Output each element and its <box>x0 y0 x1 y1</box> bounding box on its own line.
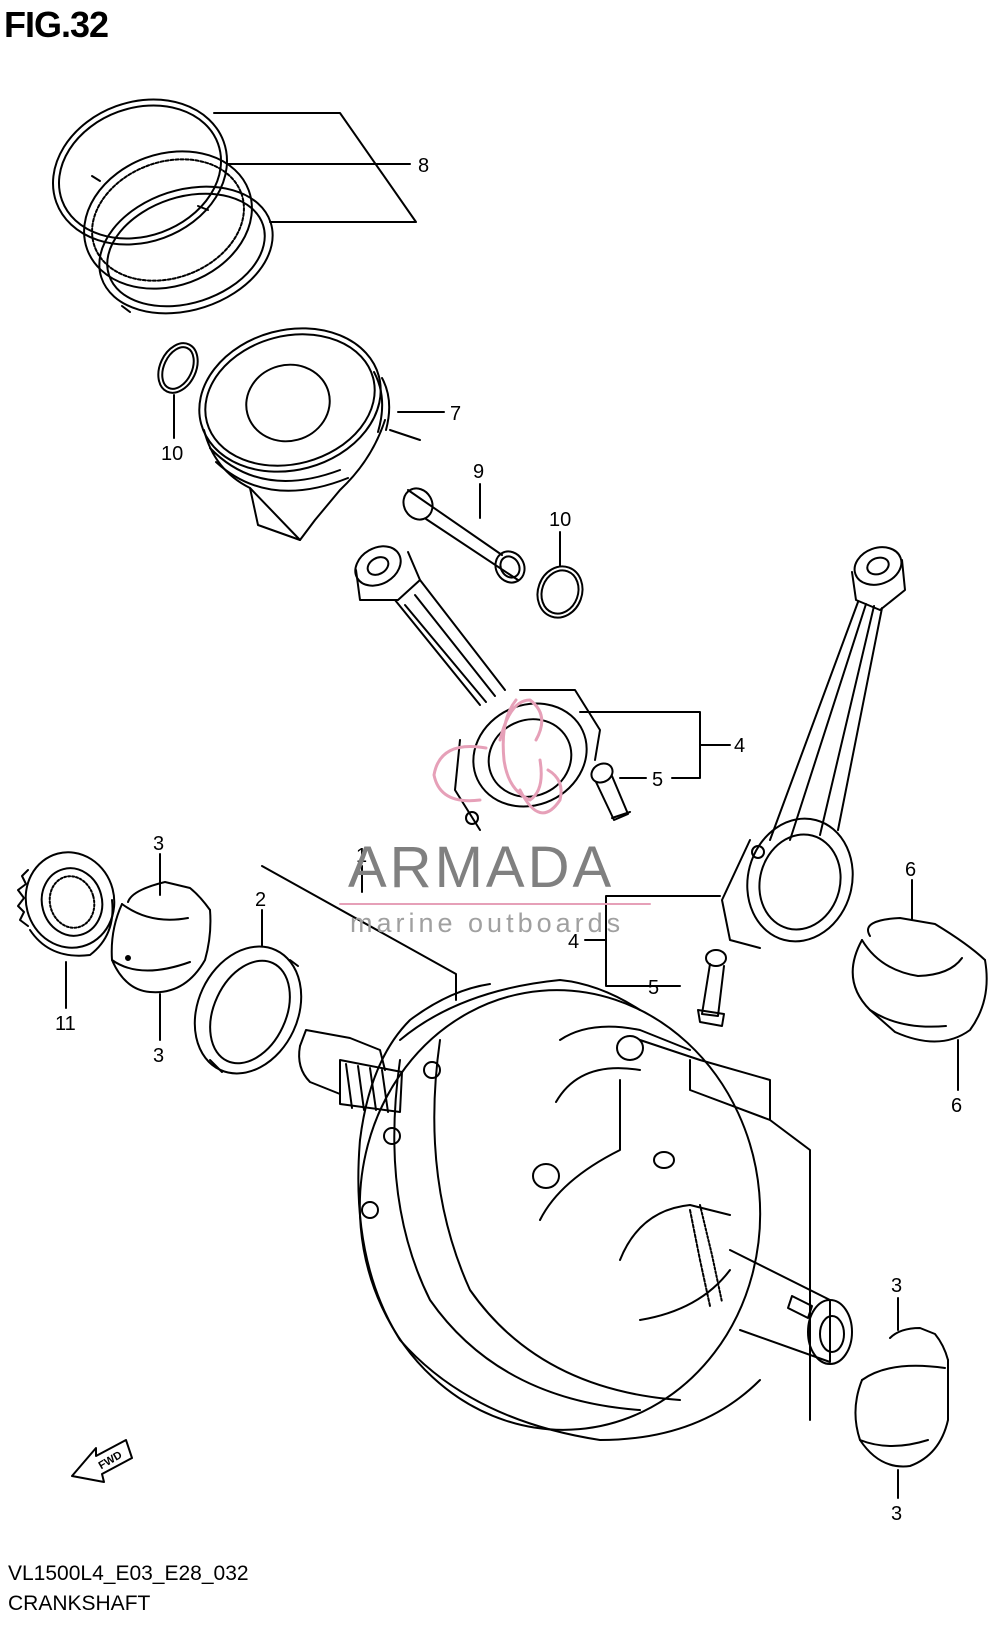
main-bearing-left <box>110 881 212 994</box>
callout-10-left: 10 <box>161 443 183 465</box>
figure-name: CRANKSHAFT <box>8 1592 151 1615</box>
circlip-right <box>536 565 584 619</box>
watermark-logo-icon <box>432 698 563 815</box>
figure-model-code: VL1500L4_E03_E28_032 <box>8 1562 249 1585</box>
callout-9: 9 <box>473 461 484 483</box>
callout-3-right-bottom: 3 <box>891 1503 902 1525</box>
circlip-left <box>157 342 199 394</box>
forward-direction-arrow: FWD <box>71 1439 133 1483</box>
crank-gear-nut <box>17 851 116 957</box>
callout-8: 8 <box>418 155 429 177</box>
callout-4-rear: 4 <box>568 931 579 953</box>
leader-1 <box>261 865 457 1001</box>
callout-7: 7 <box>450 403 461 425</box>
piston-ring-set <box>52 98 274 315</box>
callout-6-top: 6 <box>905 859 916 881</box>
callout-6-bottom: 6 <box>951 1095 962 1117</box>
connecting-rod-rear <box>721 546 906 949</box>
crankpin-bearing <box>851 917 988 1043</box>
piston <box>198 327 421 541</box>
figure-title: FIG.32 <box>4 4 109 45</box>
conrod-bolt-rear <box>697 949 727 1027</box>
conrod-bolt-front <box>590 762 631 821</box>
callout-1: 1 <box>356 845 367 867</box>
callout-3-left-bottom: 3 <box>153 1045 164 1067</box>
callout-10-right: 10 <box>549 509 571 531</box>
watermark-brand: ARMADA <box>348 835 615 900</box>
thrust-washer <box>193 945 303 1075</box>
piston-pin <box>402 487 526 584</box>
connecting-rod-front <box>354 545 601 831</box>
callout-11: 11 <box>55 1013 76 1035</box>
leader-8-bracket <box>213 112 417 223</box>
callout-3-right-top: 3 <box>891 1275 902 1297</box>
callout-5-rear: 5 <box>648 977 659 999</box>
callout-4-front: 4 <box>734 735 745 757</box>
crankshaft <box>298 979 853 1441</box>
watermark-tagline: marine outboards <box>350 908 625 938</box>
callout-3-left-top: 3 <box>153 833 164 855</box>
callout-2: 2 <box>255 889 266 911</box>
callout-5-front: 5 <box>652 769 663 791</box>
main-bearing-right <box>854 1327 949 1468</box>
